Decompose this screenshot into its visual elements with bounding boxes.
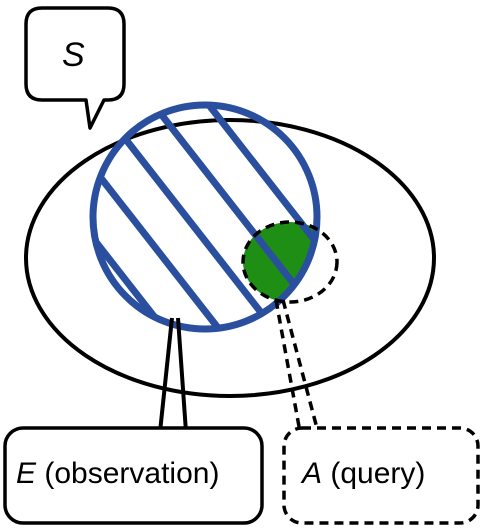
event-e-circle — [89, 101, 321, 333]
event-e-pointer — [158, 317, 188, 433]
sample-space-label: S — [62, 36, 85, 74]
event-e-description: (observation) — [44, 457, 220, 490]
event-a-ellipse — [241, 220, 339, 304]
event-a-pointer — [274, 299, 320, 433]
sample-space-callout — [24, 6, 126, 130]
sample-space-ellipse — [24, 118, 436, 398]
event-a-description: (query) — [330, 457, 426, 490]
event-e-label-box — [3, 426, 264, 525]
event-e-label: E (observation) — [16, 459, 219, 489]
event-e-symbol: E — [16, 457, 37, 490]
event-a-symbol: A — [302, 457, 323, 490]
event-a-label-box — [282, 426, 480, 525]
event-a-label: A (query) — [302, 459, 425, 489]
